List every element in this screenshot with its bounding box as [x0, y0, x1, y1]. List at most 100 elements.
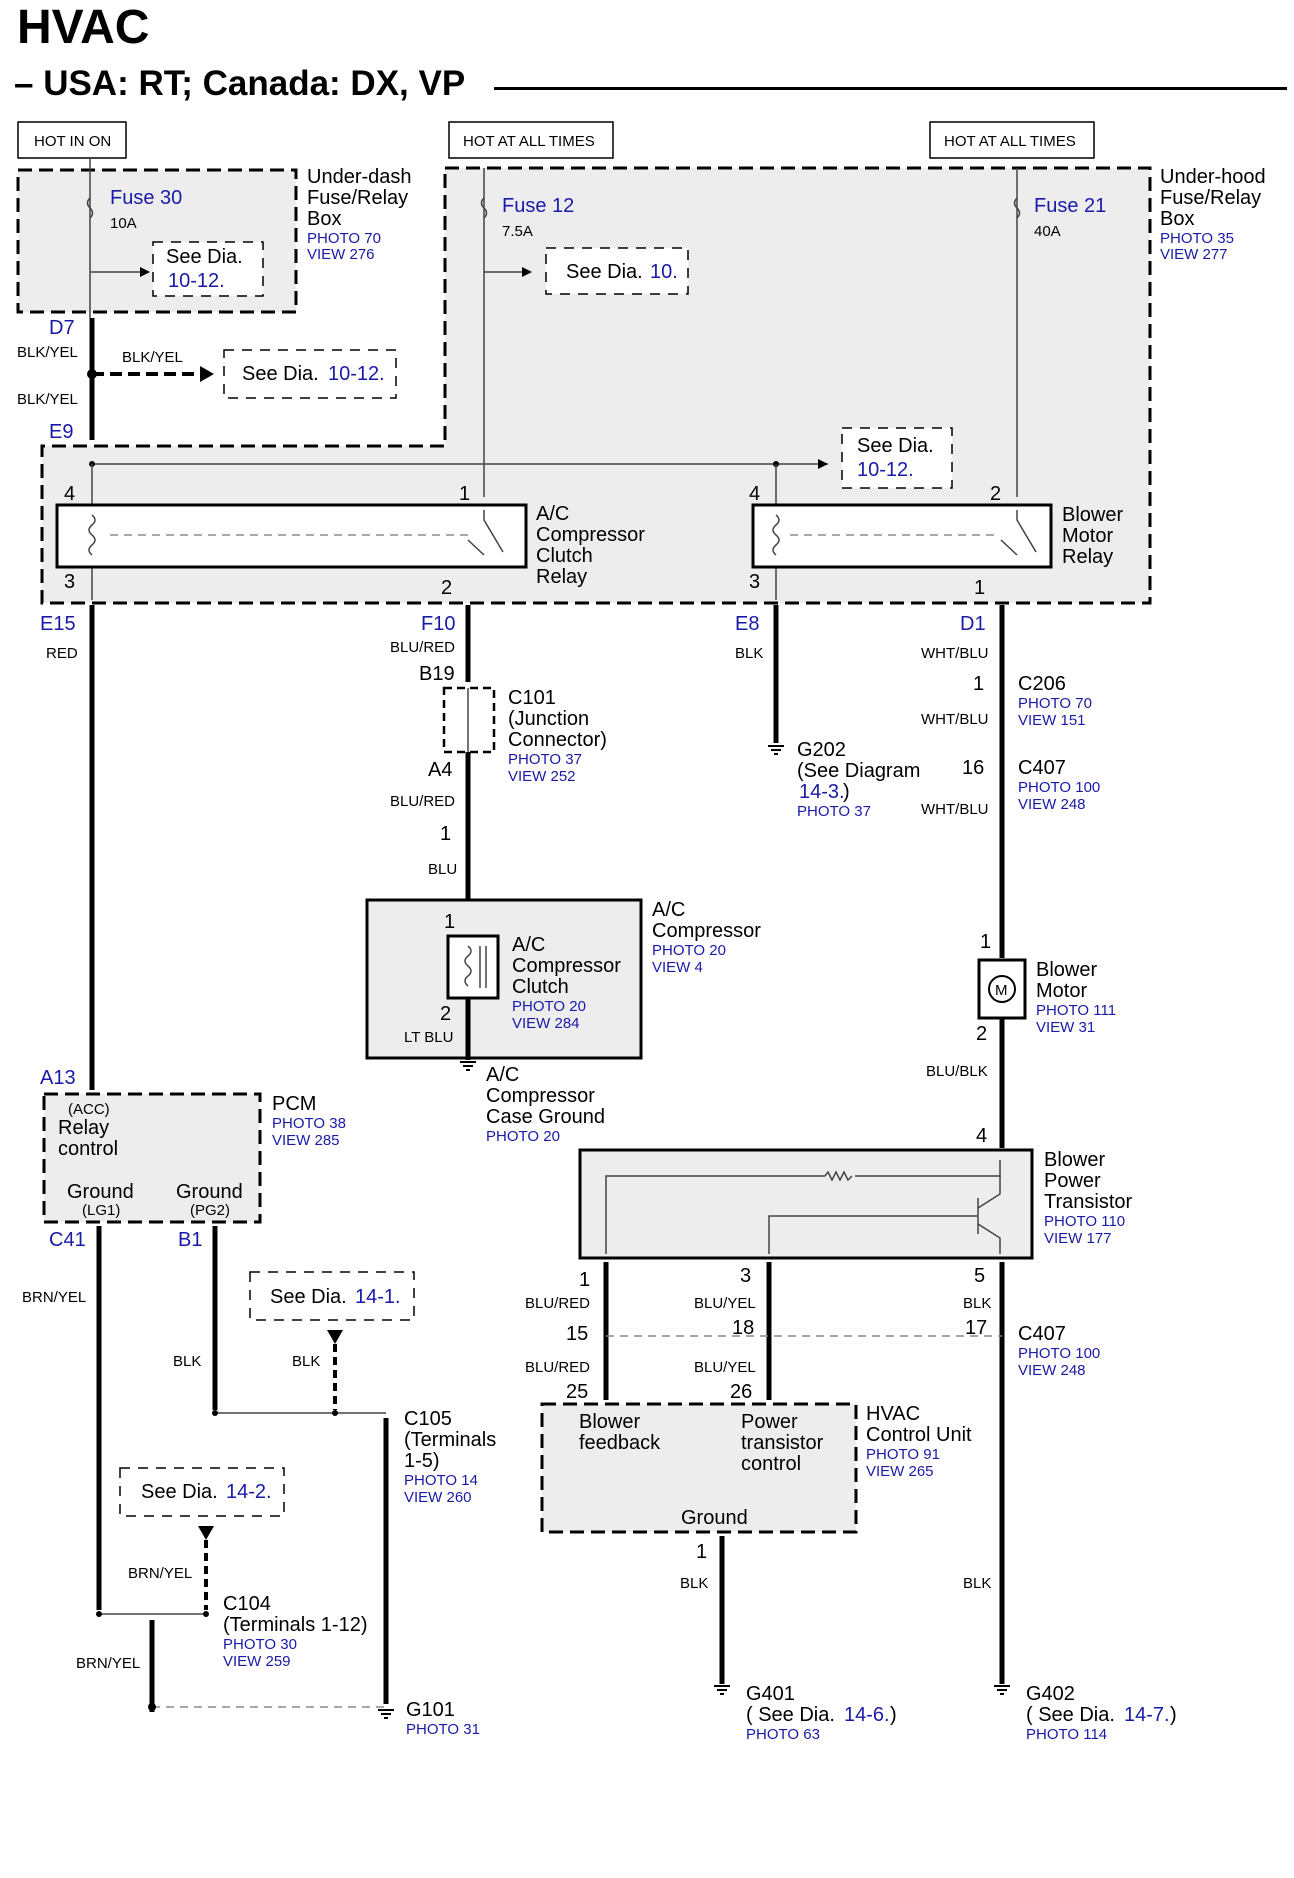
ac-compressor-l2: Compressor [652, 920, 761, 942]
pin-label: 16 [962, 757, 984, 779]
fuse-12-name: Fuse 12 [502, 195, 574, 217]
g401-name: G401 [746, 1683, 795, 1705]
bpt-view: VIEW 177 [1044, 1230, 1112, 1247]
g401-close: ) [890, 1704, 897, 1726]
hvac-pt-l3: control [741, 1453, 801, 1475]
underhood-photo: PHOTO 35 [1160, 230, 1234, 247]
pin-label: 3 [64, 571, 75, 593]
pcm-box [42, 1092, 262, 1224]
see-ref-1-link[interactable]: 10-12. [168, 270, 225, 292]
ground-icon [994, 1685, 1010, 1695]
pcm-pg2: (PG2) [190, 1202, 230, 1219]
blower-relay-label-3: Relay [1062, 546, 1113, 568]
hot-all-times-label-2: HOT AT ALL TIMES [944, 133, 1076, 150]
wire-brn-yel-1: BRN/YEL [22, 1289, 86, 1306]
underdash-label-3: Box [307, 208, 341, 230]
ac-ground-l1: A/C [486, 1064, 519, 1086]
g402-close: ) [1170, 1704, 1177, 1726]
see-ref-5-link[interactable]: 14-1. [355, 1286, 401, 1308]
see-ref-6-link[interactable]: 14-2. [226, 1481, 272, 1503]
hvac-feedback-l2: feedback [579, 1432, 661, 1454]
see-ref-3-label: See Dia. [242, 363, 319, 385]
wire-wht-blu-3: WHT/BLU [921, 801, 989, 818]
page-subtitle: – USA: RT; Canada: DX, VP [14, 64, 466, 103]
hvac-pt-l1: Power [741, 1411, 798, 1433]
pin-label: 5 [974, 1265, 985, 1287]
pin-label: 1 [440, 823, 451, 845]
relay-switch-icon [467, 510, 504, 556]
wire-blu-blk: BLU/BLK [926, 1063, 988, 1080]
ground-icon [768, 745, 784, 755]
see-ref-4-link[interactable]: 10-12. [857, 459, 914, 481]
pin-label: 1 [973, 673, 984, 695]
see-ref-box-1 [152, 241, 264, 297]
relay-coil-icon [88, 514, 96, 556]
c104-photo: PHOTO 30 [223, 1636, 297, 1653]
wire-blu-red-4: BLU/RED [525, 1359, 590, 1376]
g202-photo: PHOTO 37 [797, 803, 871, 820]
ac-clutch-view: VIEW 284 [512, 1015, 580, 1032]
hot-in-on-box [17, 121, 127, 159]
pin-label: 2 [441, 577, 452, 599]
c101-l1: (Junction [508, 708, 589, 730]
g401-ref[interactable]: 14-6. [844, 1704, 890, 1726]
fuse-21-rating: 40A [1034, 223, 1061, 240]
pin-label: 1 [444, 911, 455, 933]
g401-photo: PHOTO 63 [746, 1726, 820, 1743]
underhood-view: VIEW 277 [1160, 246, 1228, 263]
fuse-30-name: Fuse 30 [110, 187, 182, 209]
c101-junction-connector [442, 686, 496, 754]
fuse-12-symbol [480, 197, 488, 219]
g101-photo: PHOTO 31 [406, 1721, 480, 1738]
pin-label: 3 [749, 571, 760, 593]
wire-blk-5: BLK [173, 1353, 201, 1370]
connector-e9: E9 [49, 421, 73, 443]
pin-label: 1 [459, 483, 470, 505]
pin-label: 1 [579, 1269, 590, 1291]
see-ref-4-label: See Dia. [857, 435, 934, 457]
hot-all-times-box-1 [448, 121, 614, 159]
wire-lt-blu: LT BLU [404, 1029, 453, 1046]
see-ref-5-label: See Dia. [270, 1286, 347, 1308]
pin-label: 1 [696, 1541, 707, 1563]
ac-clutch-relay [55, 503, 528, 569]
ac-clutch-l3: Clutch [512, 976, 569, 998]
connector-b1: B1 [178, 1229, 202, 1251]
blower-relay-label-1: Blower [1062, 504, 1123, 526]
arrow-icon [200, 366, 214, 382]
wire-blu-red-1: BLU/RED [390, 639, 455, 656]
g402-name: G402 [1026, 1683, 1075, 1705]
see-ref-6-label: See Dia. [141, 1481, 218, 1503]
c206-name: C206 [1018, 673, 1066, 695]
hvac-cu-l2: Control Unit [866, 1424, 972, 1446]
c105-photo: PHOTO 14 [404, 1472, 478, 1489]
see-ref-3-link[interactable]: 10-12. [328, 363, 385, 385]
coil-icon [464, 945, 472, 987]
underhood-label-3: Box [1160, 208, 1194, 230]
bpt-photo: PHOTO 110 [1044, 1213, 1125, 1230]
c105-view: VIEW 260 [404, 1489, 472, 1506]
fuse-30-rating: 10A [110, 215, 137, 232]
g202-ref[interactable]: 14-3. [799, 781, 845, 803]
connector-f10: F10 [421, 613, 455, 635]
underdash-label: Under-dash [307, 166, 412, 188]
ground-icon [378, 1709, 394, 1719]
ac-compressor-view: VIEW 4 [652, 959, 703, 976]
pin-label: 4 [64, 483, 75, 505]
c206-photo: PHOTO 70 [1018, 695, 1092, 712]
underhood-label: Under-hood [1160, 166, 1266, 188]
pin-label: 2 [976, 1023, 987, 1045]
wire-blk-4: BLK [963, 1575, 991, 1592]
wire-wht-blu-2: WHT/BLU [921, 711, 989, 728]
see-ref-2-link[interactable]: 10. [650, 261, 678, 283]
blower-motor-l2: Motor [1036, 980, 1087, 1002]
c104-l1: (Terminals 1-12) [223, 1614, 367, 1636]
arrow-icon [140, 267, 150, 277]
pcm-relay: Relay [58, 1117, 109, 1139]
underdash-view: VIEW 276 [307, 246, 375, 263]
g401-see: ( See Dia. [746, 1704, 835, 1726]
g402-ref[interactable]: 14-7. [1124, 1704, 1170, 1726]
wire-blk-yel-3: BLK/YEL [17, 391, 78, 408]
c407-photo: PHOTO 100 [1018, 779, 1100, 796]
